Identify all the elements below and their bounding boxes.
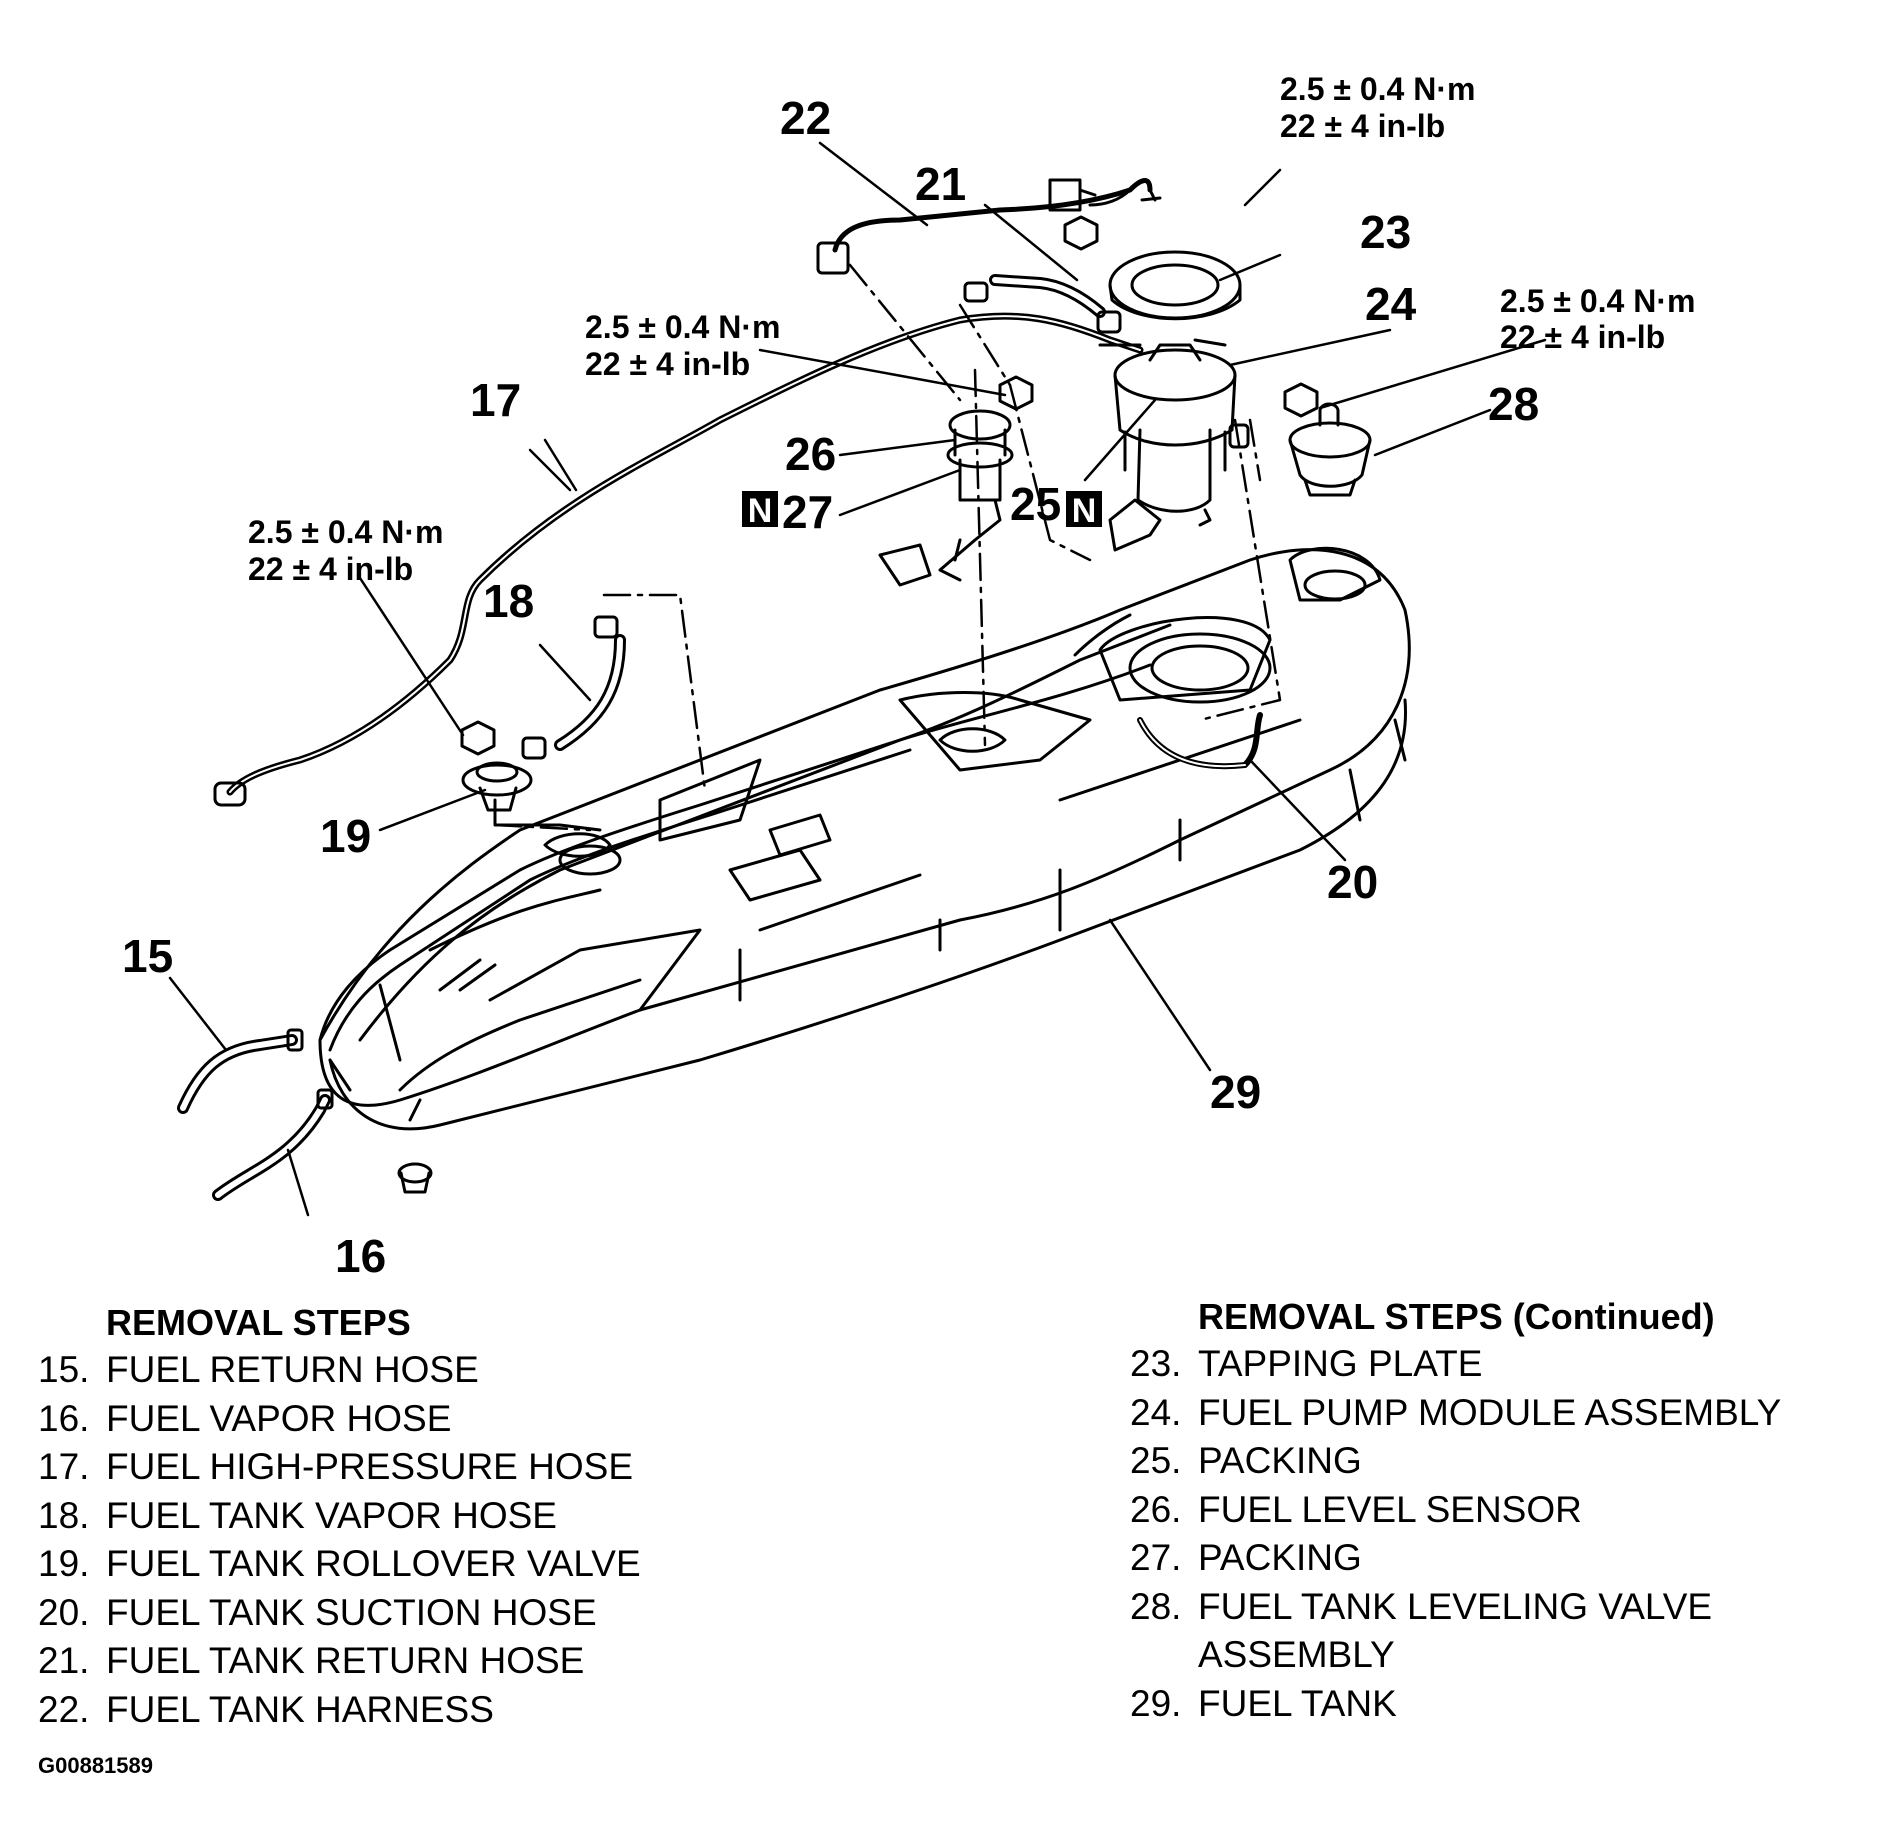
- torque-28-imperial: 22 ± 4 in-lb: [1500, 319, 1665, 355]
- new-part-mark-27: N: [748, 492, 773, 530]
- step-item: 15.FUEL RETURN HOSE: [38, 1349, 479, 1390]
- removal-steps-list: REMOVAL STEPS 15.FUEL RETURN HOSE 16.FUE…: [38, 1300, 641, 1734]
- step-item: 19.FUEL TANK ROLLOVER VALVE: [38, 1543, 641, 1584]
- removal-steps-heading: REMOVAL STEPS: [106, 1302, 411, 1343]
- clip-24: [1228, 423, 1250, 449]
- alignment-lines: [493, 263, 1282, 832]
- step-item: 17.FUEL HIGH-PRESSURE HOSE: [38, 1446, 633, 1487]
- callout-17: 17: [470, 374, 521, 426]
- nut-23: [1063, 215, 1099, 251]
- torque-26-imperial: 22 ± 4 in-lb: [585, 346, 750, 382]
- torque-labels: 2.5 ± 0.4 N·m 22 ± 4 in-lb 2.5 ± 0.4 N·m…: [248, 71, 1695, 587]
- leader-lines: [168, 141, 1547, 1217]
- fuel-tank-return-hose: [963, 274, 1122, 334]
- callout-16: 16: [335, 1230, 386, 1282]
- step-item-continuation: ASSEMBLY: [1198, 1634, 1395, 1675]
- callout-29: 29: [1210, 1066, 1261, 1118]
- fuel-tank-harness: [816, 178, 1162, 275]
- new-part-marks: N N: [742, 491, 1102, 530]
- step-item: 28.FUEL TANK LEVELING VALVE: [1130, 1585, 1713, 1627]
- callout-22: 22: [780, 92, 831, 144]
- torque-23-metric: 2.5 ± 0.4 N·m: [1280, 71, 1475, 107]
- fuel-level-sensor: [878, 409, 1014, 587]
- step-item: 26.FUEL LEVEL SENSOR: [1130, 1488, 1582, 1530]
- new-part-box-27: [742, 491, 778, 527]
- step-item: 27.PACKING: [1130, 1537, 1362, 1578]
- torque-19-metric: 2.5 ± 0.4 N·m: [248, 514, 443, 550]
- nut-19: [460, 720, 496, 756]
- nut-26: [998, 375, 1034, 411]
- callout-24: 24: [1365, 278, 1417, 330]
- new-part-mark-25: N: [1072, 492, 1097, 530]
- tank-top-tubes: [318, 613, 1172, 1052]
- removal-steps-continued-heading: REMOVAL STEPS (Continued): [1198, 1296, 1715, 1337]
- callout-26: 26: [785, 428, 836, 480]
- callout-18: 18: [483, 575, 534, 627]
- torque-19-imperial: 22 ± 4 in-lb: [248, 551, 413, 587]
- callout-28: 28: [1488, 378, 1539, 430]
- torque-26-metric: 2.5 ± 0.4 N·m: [585, 309, 780, 345]
- figure-id: G00881589: [38, 1753, 153, 1778]
- callout-20: 20: [1327, 856, 1378, 908]
- torque-28-metric: 2.5 ± 0.4 N·m: [1500, 283, 1695, 319]
- callout-21: 21: [915, 158, 966, 210]
- step-item: 18.FUEL TANK VAPOR HOSE: [38, 1494, 557, 1536]
- step-item: 29.FUEL TANK: [1130, 1682, 1397, 1724]
- rollover-valve: [461, 761, 602, 832]
- fuel-pump-module: [1098, 338, 1237, 552]
- callout-labels: 22 21 23 24 28 26 27 25 17 18 19 20 15 2…: [122, 92, 1539, 1282]
- nut-28: [1283, 382, 1319, 418]
- callout-19: 19: [320, 810, 371, 862]
- step-item: 23.TAPPING PLATE: [1130, 1343, 1483, 1384]
- tapping-plate: [1108, 250, 1242, 321]
- removal-steps-continued-list: REMOVAL STEPS (Continued) 23.TAPPING PLA…: [1130, 1294, 1781, 1728]
- callout-23: 23: [1360, 206, 1411, 258]
- step-item: 24.FUEL PUMP MODULE ASSEMBLY: [1130, 1391, 1782, 1433]
- callout-15: 15: [122, 930, 173, 982]
- callout-27: 27: [782, 486, 833, 538]
- step-item: 22.FUEL TANK HARNESS: [38, 1688, 494, 1730]
- step-item: 20.FUEL TANK SUCTION HOSE: [38, 1591, 597, 1633]
- new-part-box-25: [1066, 491, 1102, 527]
- step-item: 25.PACKING: [1130, 1440, 1362, 1481]
- step-item: 21.FUEL TANK RETURN HOSE: [38, 1640, 585, 1681]
- step-item: 16.FUEL VAPOR HOSE: [38, 1397, 452, 1439]
- callout-25: 25: [1010, 478, 1061, 530]
- fuel-tank: [318, 546, 1411, 1131]
- leveling-valve: [1288, 402, 1372, 497]
- grommet: [397, 1162, 433, 1194]
- torque-23-imperial: 22 ± 4 in-lb: [1280, 108, 1445, 144]
